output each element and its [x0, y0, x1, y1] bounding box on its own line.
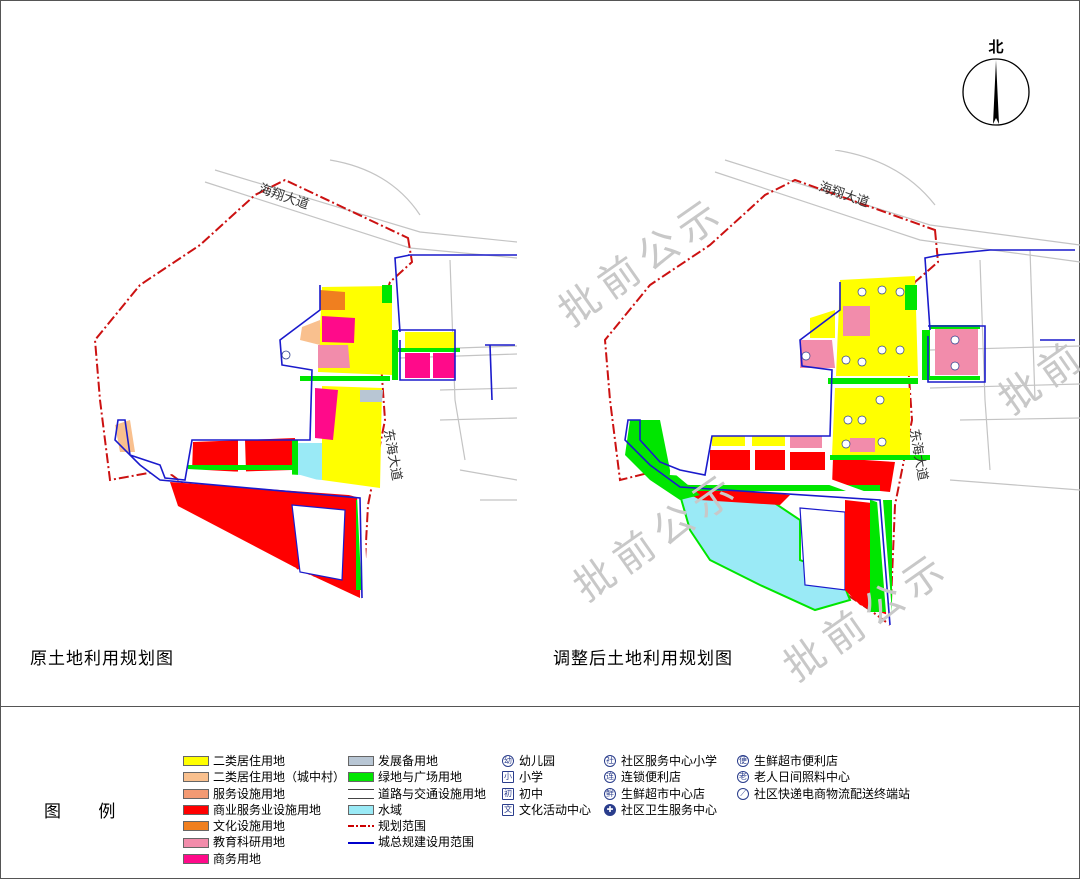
original-map [93, 159, 517, 601]
culture-center-icon: 文 [502, 804, 514, 817]
legend-item: 水域 [348, 802, 486, 818]
legend-item: 城总规建设用范围 [348, 834, 486, 850]
legend-item: 发展备用地 [348, 753, 486, 769]
legend-item: 商务用地 [183, 851, 345, 867]
legend-item: 服务设施用地 [183, 786, 345, 802]
convenience-store-icon: 连 [604, 771, 616, 784]
legend-facilities-col2: 社社区服务中心小学 连连锁便利店 鲜生鲜超市中心店 ✚社区卫生服务中心 [604, 753, 717, 818]
legend-land-use-col2: 发展备用地 绿地与广场用地 道路与交通设施用地 水域 规划范围 城总规建设用范围 [348, 753, 486, 851]
road-label-left-haixiang: 海翔大道 [257, 182, 311, 213]
express-delivery-icon: ⟋ [737, 787, 749, 800]
legend-item: 文化设施用地 [183, 818, 345, 834]
road-label-left-east: 东海大道 [380, 428, 404, 482]
legend-item: 老老人日间照料中心 [737, 770, 851, 785]
legend-facilities-col1: 幼幼儿园 小小学 初初中 文文化活动中心 [502, 753, 591, 818]
fresh-store-icon: 便 [737, 755, 749, 768]
land-use-maps: 海翔大道 东海大道 海翔大道 东海大道 [93, 150, 1080, 627]
fresh-market-icon: 鲜 [604, 787, 616, 800]
middle-school-icon: 初 [502, 787, 514, 800]
health-center-icon: ✚ [604, 804, 616, 817]
legend-item: 社社区服务中心小学 [604, 754, 718, 768]
road-label-right-haixiang: 海翔大道 [817, 180, 871, 211]
legend-item: 二类居住用地 [183, 753, 345, 769]
legend-item: 幼幼儿园 [502, 754, 556, 768]
elderly-care-icon: 老 [737, 771, 749, 784]
legend-divider [0, 706, 1080, 707]
legend-title: 图 例 [44, 802, 132, 822]
right-map-title: 调整后土地利用规划图 [553, 649, 733, 669]
left-map-title: 原土地利用规划图 [30, 649, 174, 669]
adjusted-map [603, 150, 1080, 627]
primary-school-icon: 小 [502, 771, 514, 784]
north-label: 北 [988, 38, 1004, 56]
legend-item: ✚社区卫生服务中心 [604, 802, 717, 818]
kindergarten-icon: 幼 [502, 755, 514, 768]
legend-item: 文文化活动中心 [502, 802, 592, 817]
dash-line-icon [348, 825, 374, 828]
legend-item: 便生鲜超市便利店 [737, 754, 839, 768]
north-compass-icon [962, 58, 1030, 126]
legend-facilities-col3: 便生鲜超市便利店 老老人日间照料中心 ⟋社区快递电商物流配送终端站 [737, 753, 910, 802]
legend-item: 二类居住用地（城中村） [183, 769, 345, 785]
legend-item: 小小学 [502, 770, 544, 785]
legend-item: 道路与交通设施用地 [348, 786, 486, 802]
legend-item: ⟋社区快递电商物流配送终端站 [737, 786, 910, 802]
solid-line-icon [348, 841, 374, 844]
north-arrow: 北 [961, 36, 1031, 128]
legend-item: 规划范围 [348, 818, 486, 834]
legend-item: 初初中 [502, 786, 544, 801]
legend-item: 商业服务业设施用地 [183, 802, 345, 818]
legend-land-use-col1: 二类居住用地 二类居住用地（城中村） 服务设施用地 商业服务业设施用地 文化设施… [183, 753, 345, 867]
legend-item: 教育科研用地 [183, 834, 345, 850]
legend-item: 连连锁便利店 [604, 770, 682, 785]
legend-item: 绿地与广场用地 [348, 769, 486, 785]
community-service-icon: 社 [604, 755, 616, 768]
city-plan-boundary-right [624, 249, 1075, 626]
legend-item: 鲜生鲜超市中心店 [604, 786, 706, 801]
city-plan-boundary-left [114, 254, 517, 599]
